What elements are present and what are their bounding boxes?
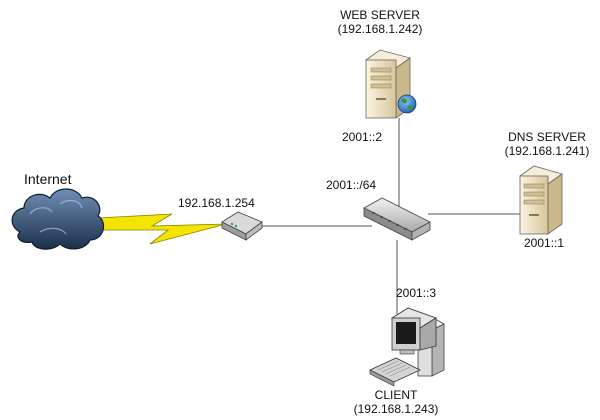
client-ipv4: (192.168.1.243) xyxy=(353,402,439,416)
lightning-icon xyxy=(97,213,227,245)
internet-label: Internet xyxy=(24,171,72,187)
router-address-label: 192.168.1.254 xyxy=(178,196,255,210)
web-server-name: WEB SERVER xyxy=(340,8,420,22)
web-server-ipv6: 2001::2 xyxy=(342,130,383,144)
client-name: CLIENT xyxy=(374,388,418,402)
dns-server-ipv6: 2001::1 xyxy=(524,236,565,250)
cloud-icon xyxy=(11,188,105,250)
client-computer-icon xyxy=(369,307,445,387)
links xyxy=(258,118,520,314)
switch-icon xyxy=(363,197,431,241)
web-server-ipv4: (192.168.1.242) xyxy=(337,22,423,36)
dns-server-icon xyxy=(519,165,563,235)
client-ipv6: 2001::3 xyxy=(396,286,437,300)
dns-server-name: DNS SERVER xyxy=(508,130,586,144)
router-icon xyxy=(221,211,263,241)
web-server-icon xyxy=(365,49,411,119)
globe-icon xyxy=(397,94,417,114)
switch-network-label: 2001::/64 xyxy=(326,178,377,192)
dns-server-ipv4: (192.168.1.241) xyxy=(504,144,590,158)
